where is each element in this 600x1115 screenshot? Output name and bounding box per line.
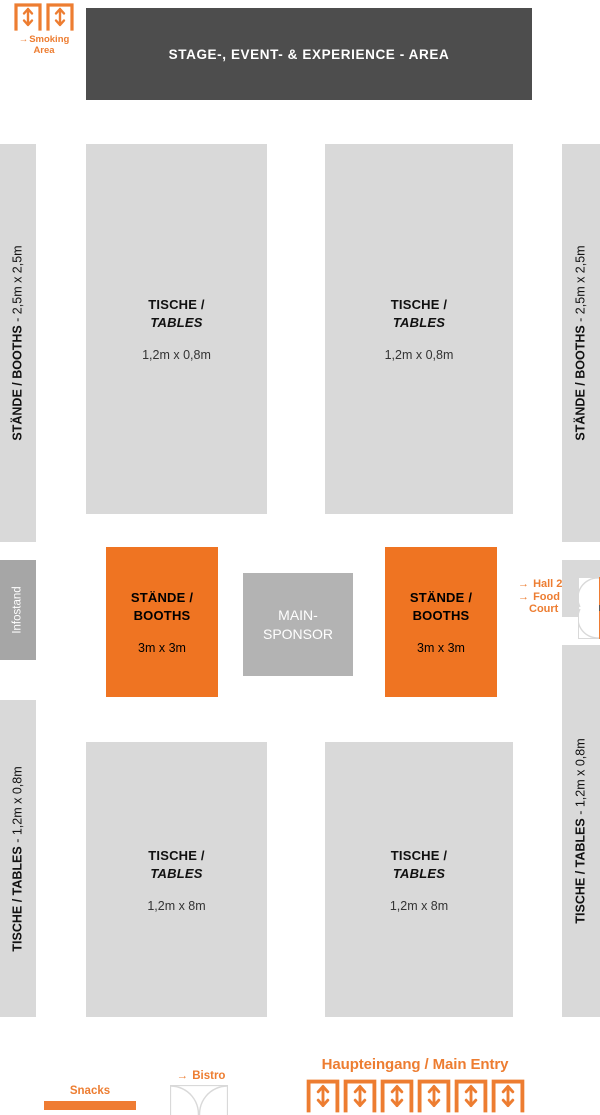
smoking-area-label-line2: Area <box>33 44 55 56</box>
booth-title-en: BOOTHS <box>133 608 191 623</box>
snacks-marker: Snacks <box>40 1085 140 1110</box>
main-entry-title: Haupteingang / Main Entry <box>321 1056 509 1073</box>
booth-block-left: STÄNDE / BOOTHS 3m x 3m <box>106 547 218 697</box>
stage-event-experience-area: STAGE-, EVENT- & EXPERIENCE - AREA <box>86 8 532 100</box>
snacks-label: Snacks <box>69 1085 111 1097</box>
double-door-arrow-icon <box>380 1079 413 1113</box>
table-block-title-de: TISCHE / <box>390 847 448 863</box>
table-block-dimension: 1,2m x 0,8m <box>384 348 454 362</box>
swing-door-icon <box>578 577 600 639</box>
booth-title-en: BOOTHS <box>412 608 470 623</box>
main-sponsor-label: MAIN- SPONSOR <box>263 606 333 644</box>
arrow-right-icon: → <box>176 1070 189 1082</box>
rail-right-tables: TISCHE / TABLES - 1,2m x 0,8m <box>562 645 600 1017</box>
arrow-right-icon: → <box>518 590 529 603</box>
table-block-title-en: TABLES <box>150 865 203 881</box>
table-block-top-left: TISCHE / TABLES 1,2m x 0,8m <box>86 144 267 514</box>
main-entry-marker: Haupteingang / Main Entry <box>300 1056 530 1114</box>
rail-left-booths: STÄNDE / BOOTHS - 2,5m x 2,5m <box>0 144 36 542</box>
infostand-block: Infostand <box>0 560 36 660</box>
rail-right-tables-label: TISCHE / TABLES - 1,2m x 0,8m <box>574 738 589 924</box>
table-block-bottom-left: TISCHE / TABLES 1,2m x 8m <box>86 742 267 1017</box>
double-door-arrow-icon <box>417 1079 450 1113</box>
table-block-dimension: 1,2m x 8m <box>147 898 206 913</box>
double-door-arrow-icon <box>306 1079 339 1113</box>
smoking-area-marker: →Smoking Area <box>8 2 80 58</box>
double-door-arrow-icon <box>46 3 74 31</box>
main-sponsor-block: MAIN- SPONSOR <box>243 573 353 676</box>
booth-title-de: STÄNDE / <box>409 590 473 605</box>
double-door-arrow-icon <box>491 1079 524 1113</box>
rail-left-tables: TISCHE / TABLES - 1,2m x 0,8m <box>0 700 36 1017</box>
stage-area-label: STAGE-, EVENT- & EXPERIENCE - AREA <box>168 46 450 62</box>
main-sponsor-line2: SPONSOR <box>262 625 333 642</box>
table-block-title-de: TISCHE / <box>390 297 448 312</box>
booth-block-right: STÄNDE / BOOTHS 3m x 3m <box>385 547 497 697</box>
hall2-foodcourt-marker: → Hall 2 → Food Court <box>518 578 578 616</box>
foodcourt-label: → Food <box>518 590 560 603</box>
table-block-dimension: 1,2m x 0,8m <box>142 348 211 362</box>
table-block-title-de: TISCHE / <box>148 297 205 312</box>
table-block-title-en: TABLES <box>150 315 203 330</box>
double-door-arrow-icon <box>454 1079 487 1113</box>
booth-dimension: 3m x 3m <box>417 641 465 655</box>
double-door-arrow-icon <box>343 1079 376 1113</box>
smoking-area-doors <box>8 2 80 32</box>
snacks-counter-bar <box>44 1101 136 1110</box>
main-entry-doors <box>300 1078 530 1114</box>
bistro-label: → Bistro <box>176 1070 226 1082</box>
table-block-top-right: TISCHE / TABLES 1,2m x 0,8m <box>325 144 513 514</box>
table-block-title-de: TISCHE / <box>148 847 205 863</box>
table-block-title-en: TABLES <box>392 865 446 881</box>
booth-dimension: 3m x 3m <box>138 641 186 655</box>
rail-left-booths-label: STÄNDE / BOOTHS - 2,5m x 2,5m <box>11 245 25 441</box>
smoking-area-label-line1: Smoking <box>29 34 70 45</box>
arrow-right-icon: → <box>18 34 29 45</box>
bistro-marker: → Bistro <box>169 1070 232 1115</box>
smoking-area-caption: →Smoking Area <box>8 34 80 56</box>
table-block-bottom-right: TISCHE / TABLES 1,2m x 8m <box>325 742 513 1017</box>
rail-right-booths: STÄNDE / BOOTHS - 2,5m x 2,5m <box>562 144 600 542</box>
table-block-dimension: 1,2m x 8m <box>389 898 449 913</box>
foodcourt-label-cont: Court <box>529 603 559 615</box>
rail-right-booths-label: STÄNDE / BOOTHS - 2,5m x 2,5m <box>574 245 588 441</box>
booth-title-de: STÄNDE / <box>130 590 194 605</box>
hall2-label: → Hall 2 <box>518 578 563 590</box>
infostand-label: Infostand <box>12 586 25 634</box>
main-sponsor-line1: MAIN- <box>278 606 318 623</box>
double-door-arrow-icon <box>14 3 42 31</box>
table-block-title-en: TABLES <box>392 315 446 330</box>
arrow-right-icon: → <box>518 578 529 590</box>
double-swing-door-icon <box>169 1084 229 1115</box>
rail-left-tables-label: TISCHE / TABLES - 1,2m x 0,8m <box>11 765 26 952</box>
